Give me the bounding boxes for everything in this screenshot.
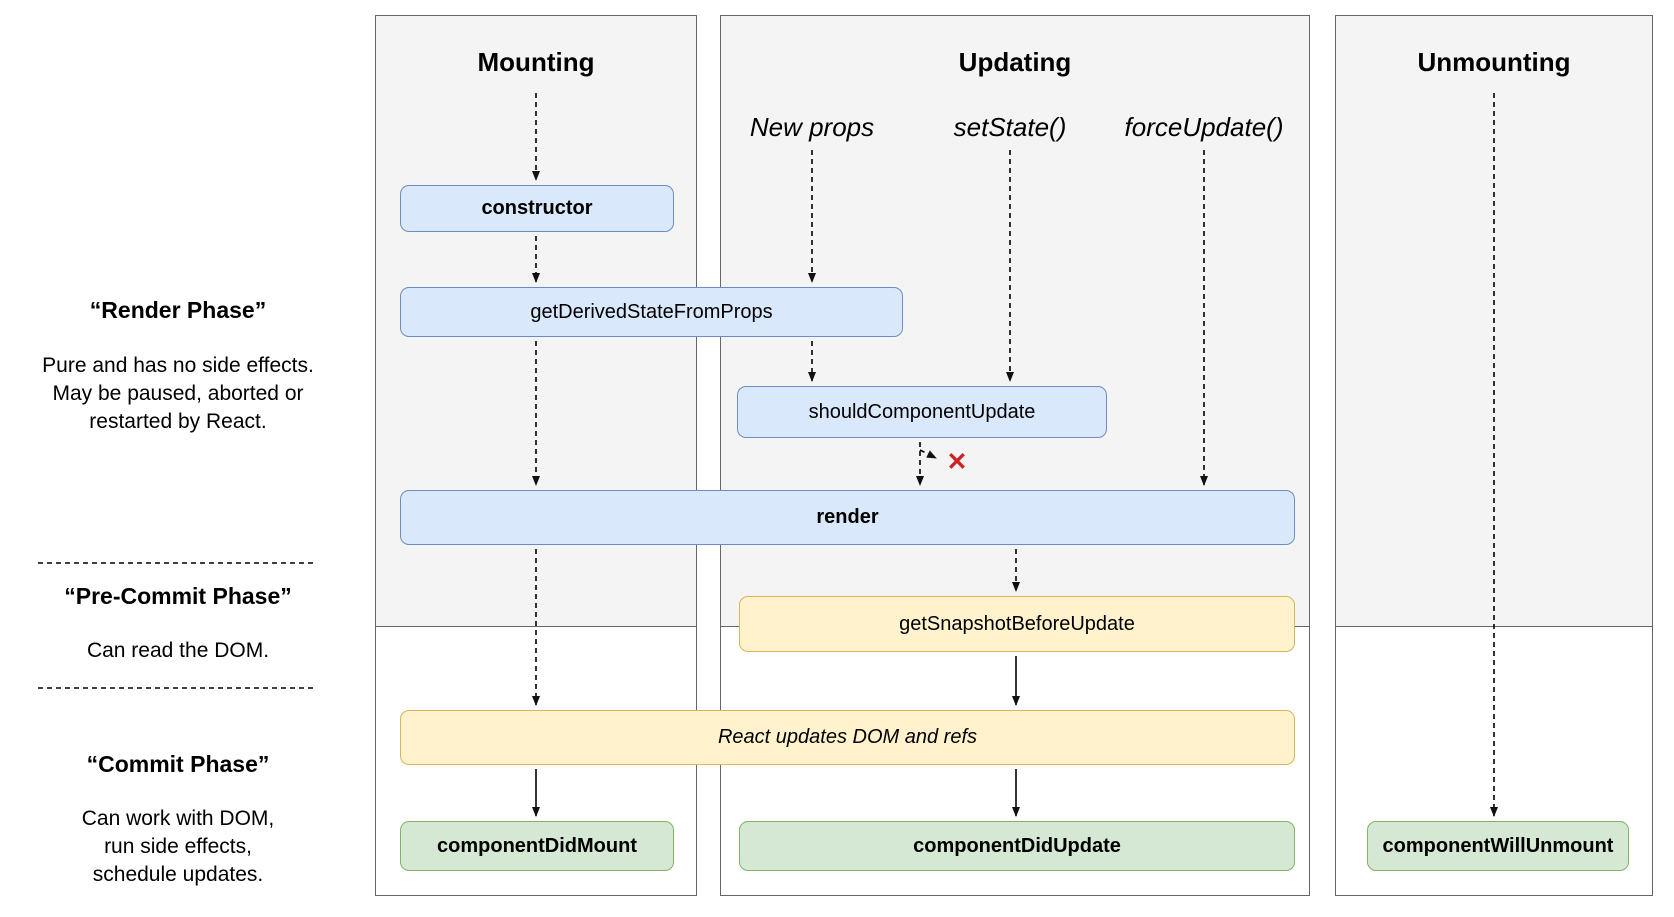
render-phase-line: Pure and has no side effects. xyxy=(42,354,314,377)
render-phase-title: “Render Phase” xyxy=(89,297,267,323)
should-component-update-box: shouldComponentUpdate xyxy=(737,386,1107,438)
unmounting-column-title: Unmounting xyxy=(1417,47,1571,77)
commit-phase-line: schedule updates. xyxy=(92,863,264,886)
component-did-update-box: componentDidUpdate xyxy=(739,821,1295,871)
pre-commit-phase-description: Can read the DOM. xyxy=(86,639,270,662)
unmounting-render-phase-area xyxy=(1336,16,1652,627)
commit-phase-line: Can work with DOM, xyxy=(81,807,275,830)
constructor-box: constructor xyxy=(400,185,674,232)
get-snapshot-before-update-box: getSnapshotBeforeUpdate xyxy=(739,596,1295,652)
commit-phase-title: “Commit Phase” xyxy=(86,751,270,777)
commit-phase-description: Can work with DOM, run side effects, sch… xyxy=(30,805,326,889)
component-did-mount-box: componentDidMount xyxy=(400,821,674,871)
unmounting-column: Unmounting xyxy=(1335,15,1653,896)
commit-phase-line: run side effects, xyxy=(104,835,252,858)
react-updates-dom-box: React updates DOM and refs xyxy=(400,710,1295,765)
get-derived-state-from-props-box: getDerivedStateFromProps xyxy=(400,287,903,337)
render-phase-description: Pure and has no side effects. May be pau… xyxy=(30,352,326,436)
setstate-label: setState() xyxy=(953,112,1067,142)
render-phase-line: May be paused, aborted or xyxy=(52,382,304,405)
forceupdate-label: forceUpdate() xyxy=(1124,112,1284,142)
updating-column-title: Updating xyxy=(958,47,1072,77)
render-phase-line: restarted by React. xyxy=(89,410,267,433)
mounting-column-title: Mounting xyxy=(477,47,595,77)
pre-commit-phase-title: “Pre-Commit Phase” xyxy=(64,583,292,609)
render-box: render xyxy=(400,490,1295,545)
abort-x-icon: ✕ xyxy=(946,448,968,476)
new-props-label: New props xyxy=(749,112,875,142)
component-will-unmount-box: componentWillUnmount xyxy=(1367,821,1629,871)
